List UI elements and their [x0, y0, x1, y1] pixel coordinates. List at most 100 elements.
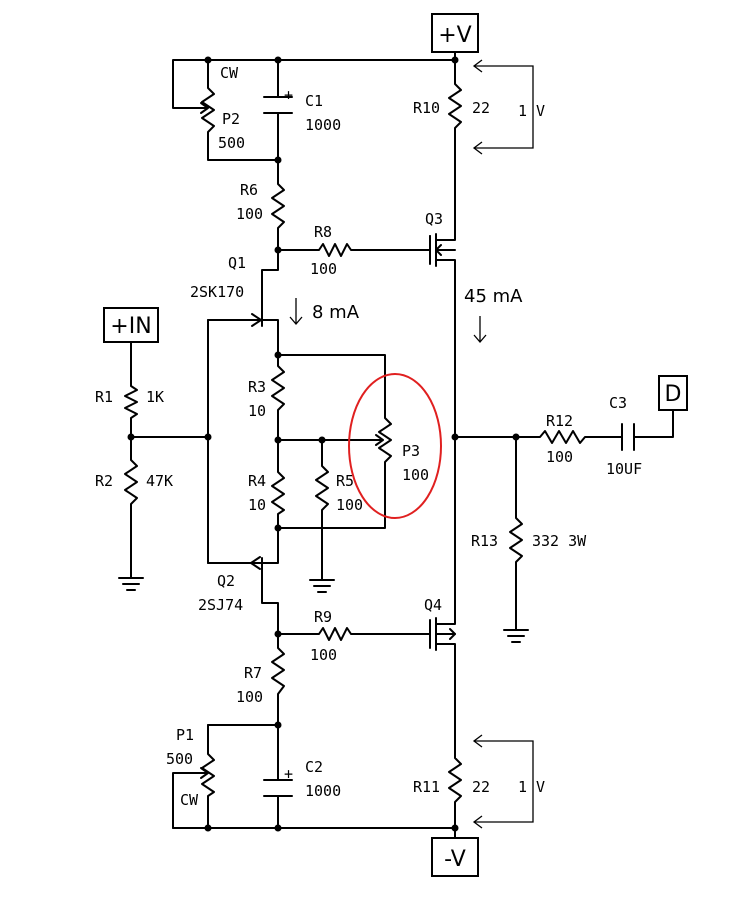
q1-name-label: Q1	[228, 254, 246, 272]
output-terminal-label: D	[665, 382, 682, 407]
r1-value-label: 1K	[146, 388, 164, 406]
r10-symbol	[448, 77, 462, 131]
ground-icon-r2	[118, 577, 144, 591]
resistors	[124, 77, 591, 807]
c3-symbol	[621, 423, 635, 451]
r4-name-label: R4	[248, 472, 266, 490]
r9-name-label: R9	[314, 608, 332, 626]
p1-wiper-arrow	[199, 767, 209, 779]
r7-name-label: R7	[244, 664, 262, 682]
r6-name-label: R6	[240, 181, 258, 199]
q1-current-label: 8 mA	[312, 302, 360, 323]
rail-positive: +V	[431, 13, 479, 53]
rail-positive-label: +V	[438, 23, 471, 48]
q1-symbol	[249, 283, 263, 327]
p1-value-label: 500	[166, 750, 193, 768]
r9-symbol	[314, 627, 353, 641]
r9-value-label: 100	[310, 646, 337, 664]
c3-value-label: 10UF	[606, 460, 642, 478]
r5-symbol	[315, 461, 329, 517]
p1-cw-label: CW	[180, 791, 199, 809]
output-terminal: D	[658, 375, 688, 411]
p3-highlight-circle	[348, 373, 442, 519]
p2-wiper-arrow	[199, 102, 209, 114]
c1-plus-label: +	[284, 86, 293, 104]
r2-name-label: R2	[95, 472, 113, 490]
r6-symbol	[271, 177, 285, 231]
r8-value-label: 100	[310, 260, 337, 278]
q2-name-label: Q2	[217, 572, 235, 590]
rail-negative-label: -V	[444, 847, 466, 872]
junction-dots	[127, 56, 520, 832]
r7-value-label: 100	[236, 688, 263, 706]
c3-name-label: C3	[609, 394, 627, 412]
c1-name-label: C1	[305, 92, 323, 110]
capacitors	[263, 96, 635, 797]
p2-value-label: 500	[218, 134, 245, 152]
ground-symbols	[118, 577, 529, 643]
annotation-arrows	[289, 59, 534, 829]
p1-symbol	[201, 747, 215, 799]
r11-symbol	[448, 751, 462, 807]
voltage-bracket-r10	[472, 59, 534, 155]
c1-symbol	[263, 96, 293, 114]
p2-cw-label: CW	[220, 64, 239, 82]
r7-symbol	[271, 641, 285, 701]
c2-value-label: 1000	[305, 782, 341, 800]
ground-icon-r13	[503, 629, 529, 643]
r11-voltage-label: 1 V	[518, 778, 545, 796]
r10-voltage-label: 1 V	[518, 102, 545, 120]
r12-value-label: 100	[546, 448, 573, 466]
r8-name-label: R8	[314, 223, 332, 241]
p3-wiper-arrow	[371, 434, 384, 446]
r13-symbol	[509, 511, 523, 569]
r5-name-label: R5	[336, 472, 354, 490]
arrow-down-icon-8ma	[289, 298, 303, 325]
labels: CW P2 500 + C1 1000 R10 22 1 V R6 100 R8…	[95, 64, 642, 809]
r12-name-label: R12	[546, 412, 573, 430]
p1-name-label: P1	[176, 726, 194, 744]
c1-value-label: 1000	[305, 116, 341, 134]
r10-name-label: R10	[413, 99, 440, 117]
q2-symbol	[249, 556, 263, 601]
r8-symbol	[314, 243, 353, 257]
ground-icon-r5	[309, 579, 335, 593]
voltage-bracket-r11	[472, 734, 534, 829]
output-current-label: 45 mA	[464, 286, 523, 307]
q1-part-label: 2SK170	[190, 283, 244, 301]
q3-symbol	[429, 233, 456, 267]
r3-symbol	[271, 361, 285, 413]
arrow-down-icon-45ma	[473, 316, 487, 343]
p2-name-label: P2	[222, 110, 240, 128]
q3-name-label: Q3	[425, 210, 443, 228]
r12-symbol	[533, 430, 591, 444]
r13-value-label: 332 3W	[532, 532, 587, 550]
input-terminal-label: +IN	[110, 314, 151, 339]
rail-negative: -V	[431, 837, 479, 877]
r4-value-label: 10	[248, 496, 266, 514]
potentiometers	[199, 81, 392, 799]
r2-symbol	[124, 455, 138, 509]
r3-name-label: R3	[248, 378, 266, 396]
r1-symbol	[124, 381, 138, 421]
r10-value-label: 22	[472, 99, 490, 117]
q2-part-label: 2SJ74	[198, 596, 243, 614]
r11-name-label: R11	[413, 778, 440, 796]
r4-symbol	[271, 467, 285, 517]
r13-name-label: R13	[471, 532, 498, 550]
p3-value-label: 100	[402, 466, 429, 484]
p3-symbol	[378, 411, 392, 489]
r2-value-label: 47K	[146, 472, 173, 490]
input-terminal: +IN	[103, 307, 159, 343]
c2-plus-label: +	[284, 765, 293, 783]
r11-value-label: 22	[472, 778, 490, 796]
r5-value-label: 100	[336, 496, 363, 514]
c2-name-label: C2	[305, 758, 323, 776]
p3-name-label: P3	[402, 442, 420, 460]
p2-symbol	[201, 81, 215, 135]
c2-symbol	[263, 779, 293, 797]
q4-symbol	[429, 617, 456, 651]
r1-name-label: R1	[95, 388, 113, 406]
r6-value-label: 100	[236, 205, 263, 223]
